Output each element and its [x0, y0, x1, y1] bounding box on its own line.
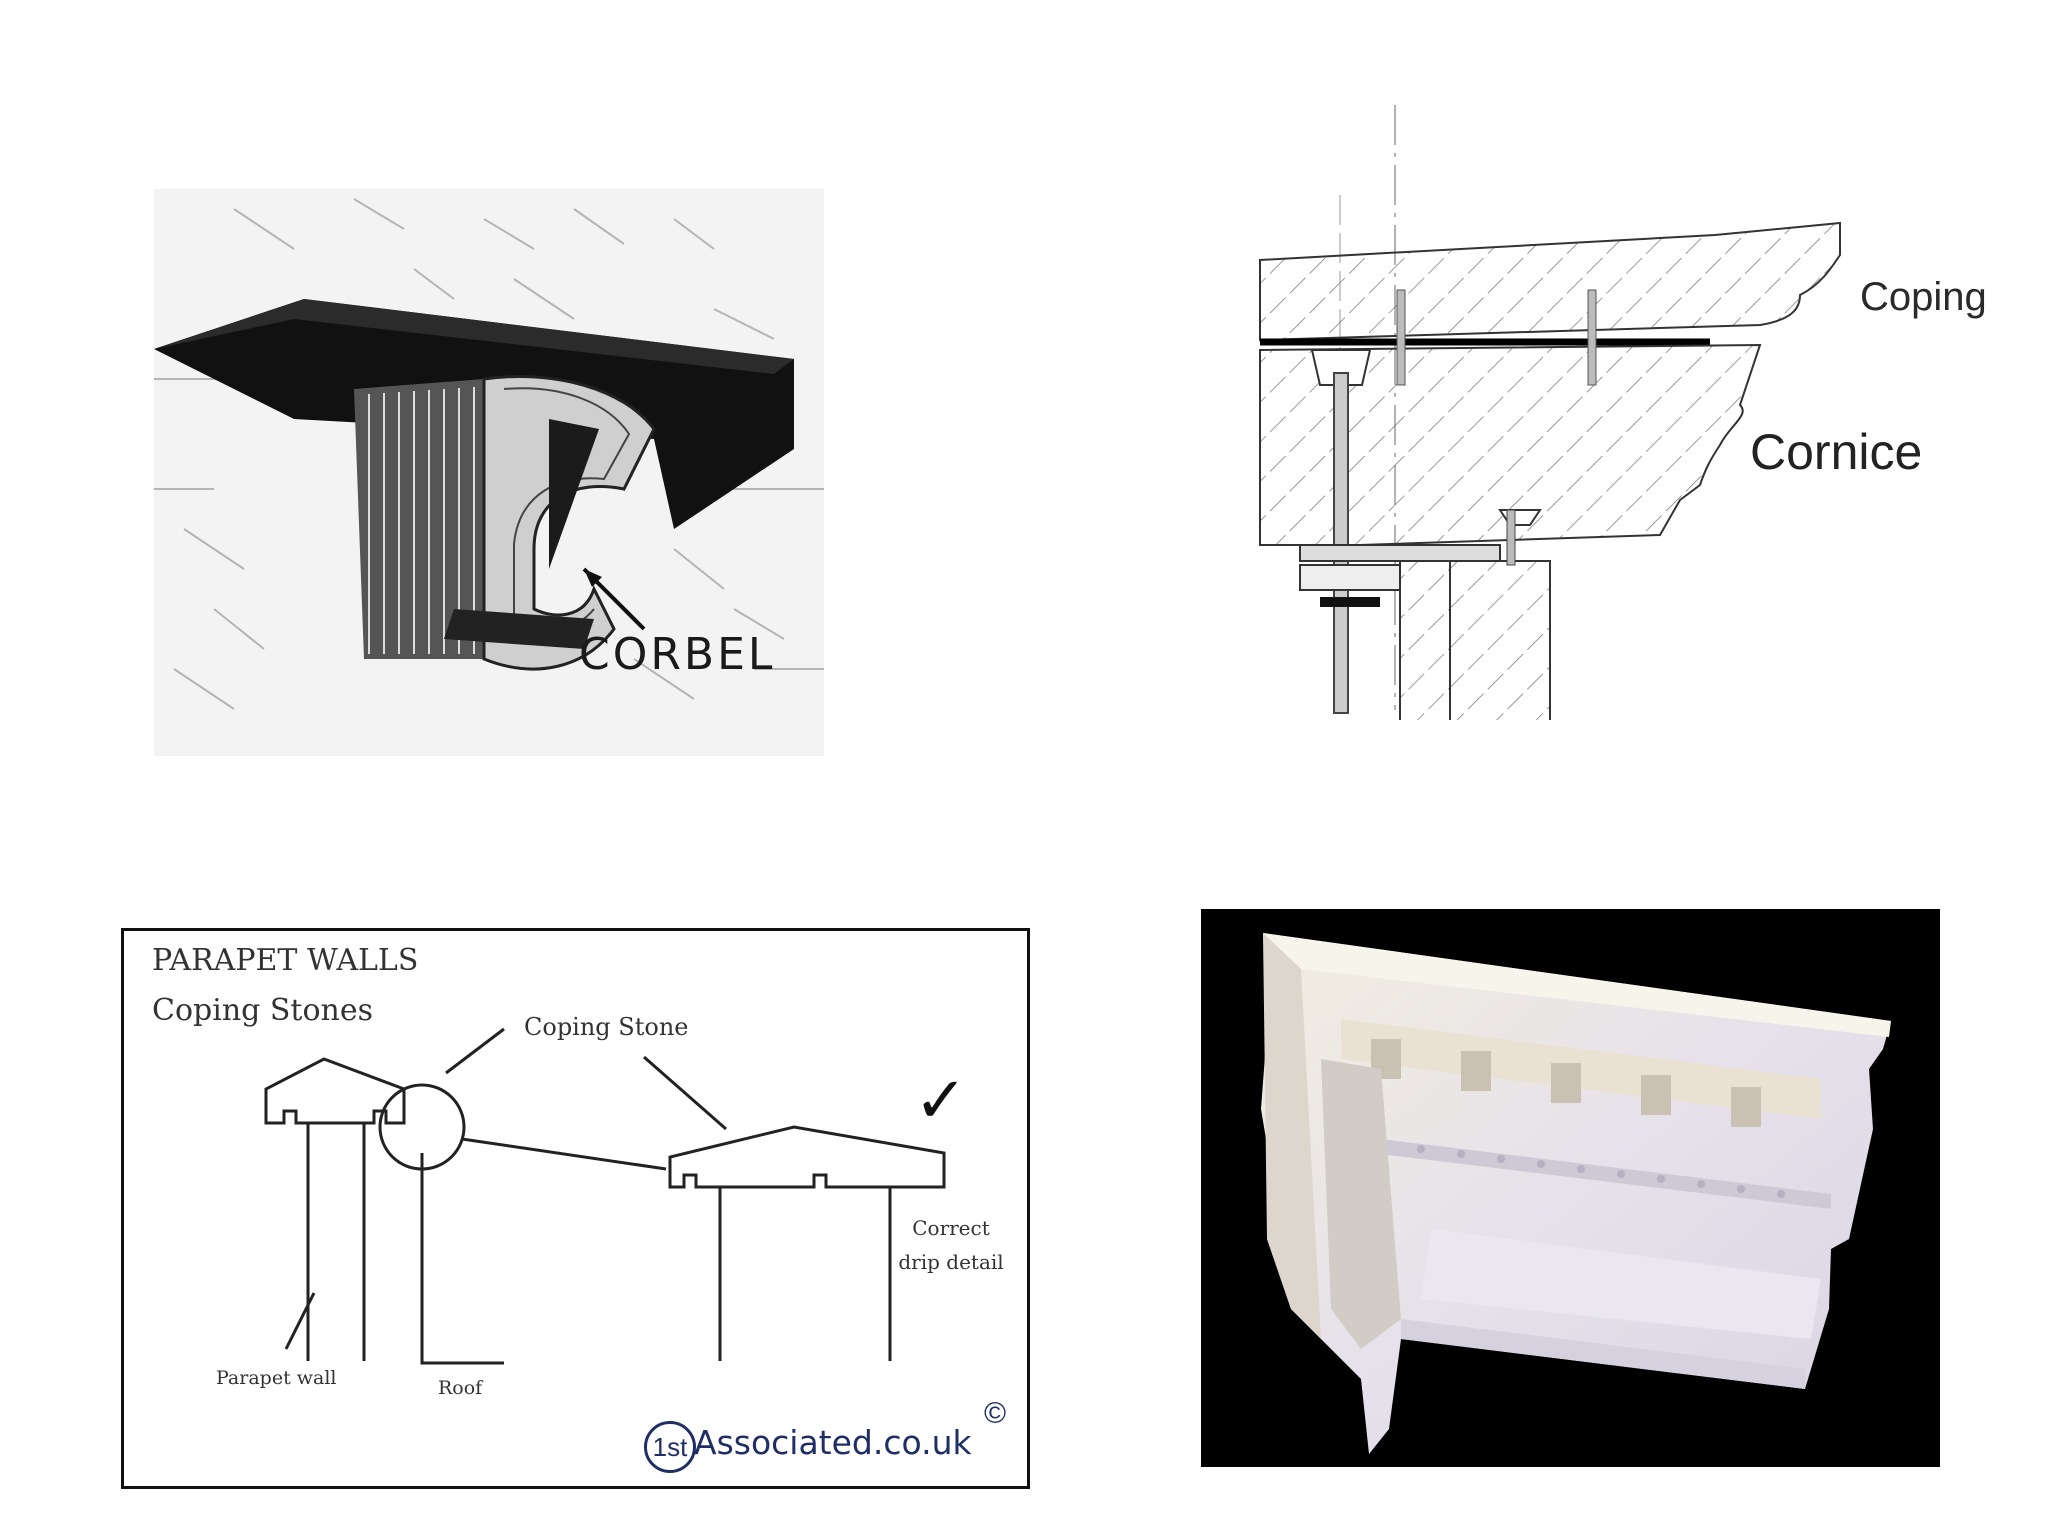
copyright-icon: © [984, 1397, 1007, 1430]
brand-text: Associated.co.uk [694, 1423, 972, 1462]
parapet-subtitle: Coping Stones [152, 993, 374, 1028]
parapet-wall-label: Parapet wall [216, 1367, 337, 1389]
coping-label: Coping [1860, 275, 1987, 319]
coping-stone-label: Coping Stone [524, 1013, 689, 1041]
section-drawing [1259, 105, 1841, 720]
check-icon: ✓ [914, 1064, 968, 1136]
parapet-title: PARAPET WALLS [152, 943, 419, 978]
roof-label: Roof [438, 1377, 483, 1399]
coping-cornice-section: Coping Cornice [1240, 105, 2000, 720]
drip-detail-label: Correct drip detail [898, 1216, 1004, 1274]
parapet-drawing [264, 1027, 946, 1365]
cornice-label: Cornice [1750, 424, 1923, 480]
cornice-moulding-photo [1201, 909, 1940, 1467]
corbel-illustration: CORBEL [154, 189, 824, 756]
parapet-walls-diagram: PARAPET WALLS Coping Stones Coping Stone… [121, 928, 1030, 1489]
corbel-drawing [154, 198, 824, 710]
moulding-render [1261, 933, 1891, 1454]
corbel-label: CORBEL [579, 629, 776, 680]
brand-badge: 1st [644, 1421, 696, 1473]
